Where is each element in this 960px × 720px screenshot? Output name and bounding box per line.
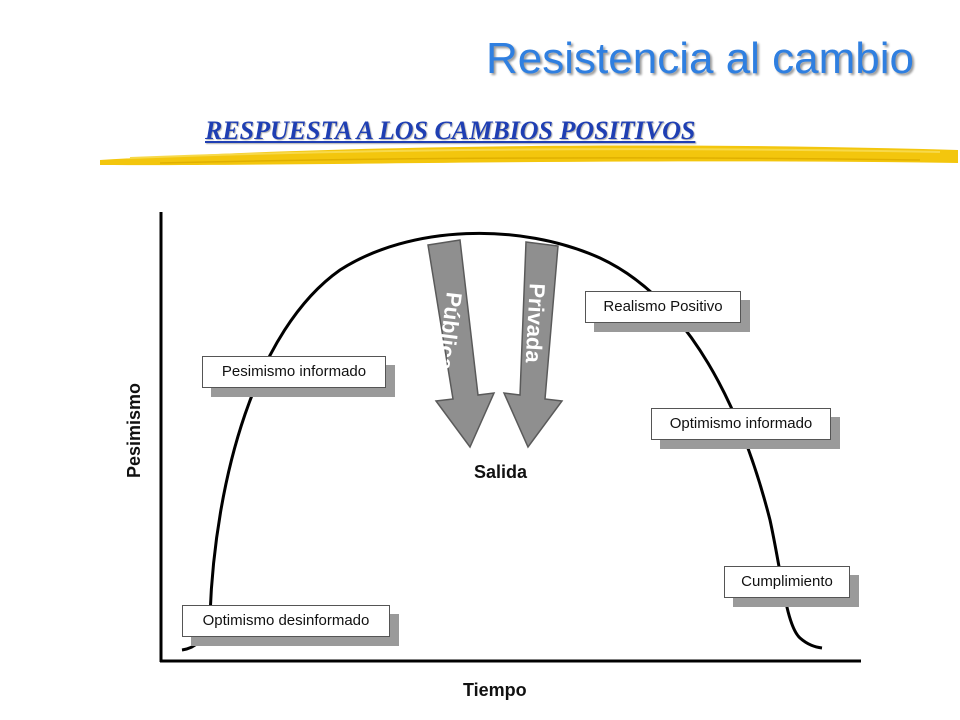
privada-arrow-label: Privada: [520, 282, 550, 364]
exit-label: Salida: [474, 462, 528, 482]
page-title: Resistencia al cambio: [486, 34, 914, 83]
response-curve: [181, 231, 823, 652]
x-axis-label: Tiempo: [463, 680, 527, 700]
yellow-brush-stroke: [100, 145, 958, 166]
page-subtitle: RESPUESTA A LOS CAMBIOS POSITIVOS: [205, 116, 696, 145]
stage-box-optimismo-informado: Optimismo informado: [651, 408, 831, 440]
stage-box-realismo-positivo: Realismo Positivo: [585, 291, 741, 323]
stage-box-cumplimiento: Cumplimiento: [724, 566, 850, 598]
y-axis-label: Pesimismo: [124, 382, 145, 479]
privada-arrow: [502, 241, 564, 449]
stage-box-pesimismo-informado: Pesimismo informado: [202, 356, 386, 388]
stage-box-optimismo-desinformado: Optimismo desinformado: [182, 605, 390, 637]
publica-arrow: [427, 239, 496, 449]
